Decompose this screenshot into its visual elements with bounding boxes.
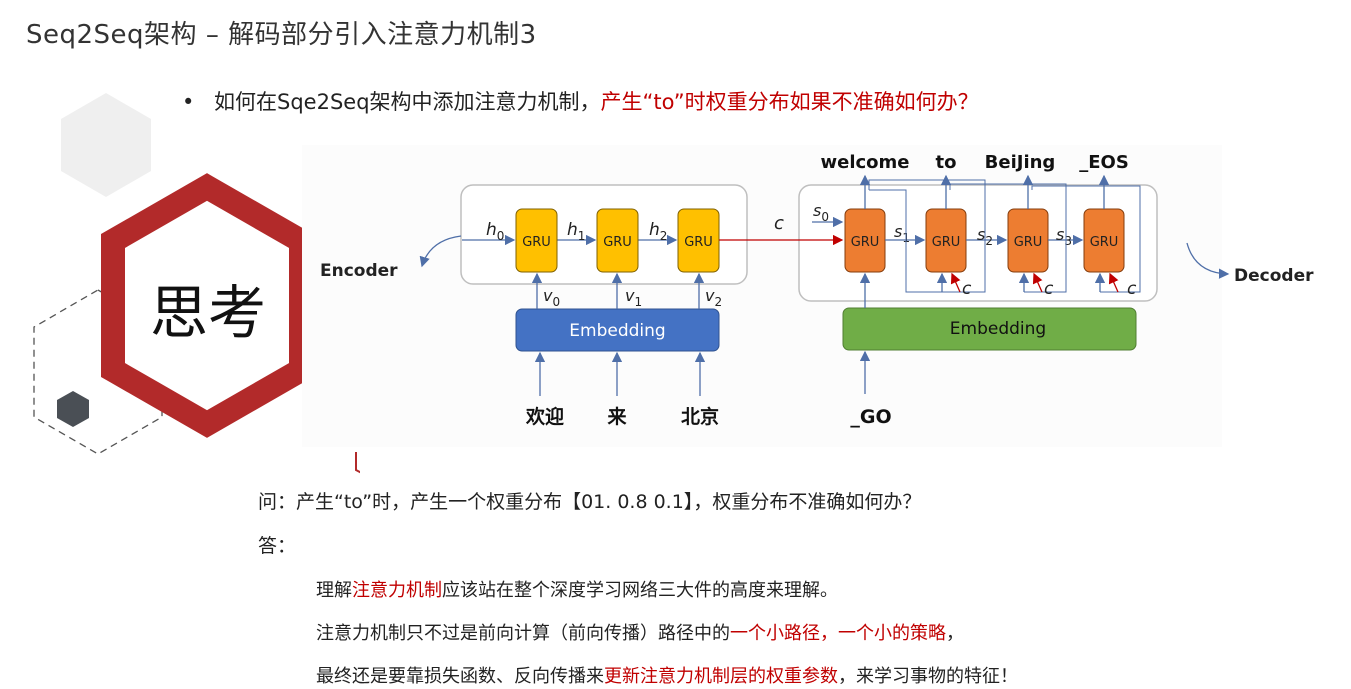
v1-label: v1: [625, 286, 642, 309]
answer-text: 理解: [316, 580, 352, 601]
answer-text: 注意力机制只不过是前向计算（前向传播）路径中的: [316, 623, 730, 644]
decoder-gru-cell: GRU: [1007, 208, 1049, 273]
s0-label: s0: [813, 201, 829, 224]
decoder-output-word: to: [936, 152, 957, 173]
context-c-label: c: [962, 279, 972, 299]
encoder-embedding-block: Embedding: [515, 308, 720, 352]
decoder-output-word: welcome: [820, 152, 909, 173]
svg-text:Embedding: Embedding: [569, 321, 665, 341]
decoder-gru-cell: GRU: [1083, 208, 1125, 273]
v0-label: v0: [543, 286, 560, 309]
answer-highlight: 注意力机制: [352, 580, 442, 601]
context-c-label: c: [1044, 279, 1054, 299]
encoder-gru-cell: GRU: [596, 208, 639, 273]
red-hexagon-frame: [101, 173, 313, 438]
svg-text:GRU: GRU: [522, 235, 551, 250]
encoder-input-word: 欢迎: [525, 405, 564, 428]
svg-text:GRU: GRU: [851, 235, 880, 250]
decoder-output-word: BeiJing: [985, 152, 1056, 173]
answer-line-3: 最终还是要靠损失函数、反向传播来更新注意力机制层的权重参数，来学习事物的特征！: [316, 662, 1018, 688]
bullet-text: 如何在Sqe2Seq架构中添加注意力机制，: [214, 90, 601, 114]
v2-label: v2: [705, 286, 722, 309]
decoder-input-word: _GO: [850, 406, 891, 428]
decoder-gru-cell: GRU: [925, 208, 967, 273]
decoder-label: Decoder: [1234, 266, 1314, 286]
answer-text: ，: [946, 623, 964, 644]
slide-title: Seq2Seq架构 – 解码部分引入注意力机制3: [26, 20, 537, 50]
answer-label: 答：: [258, 535, 297, 557]
context-c-label: c: [1127, 279, 1137, 299]
answer-text: 最终还是要靠损失函数、反向传播来: [316, 666, 604, 687]
h1-label: h1: [567, 220, 585, 243]
decoder-container: [798, 184, 1158, 302]
encoder-gru-cell: GRU: [515, 208, 558, 273]
encoder-input-word: 北京: [681, 405, 719, 428]
attention-context-arrow: [1032, 272, 1043, 293]
svg-text:GRU: GRU: [1014, 235, 1043, 250]
answer-line-1: 理解注意力机制应该站在整个深度学习网络三大件的高度来理解。: [316, 576, 838, 602]
context-label: c: [774, 213, 784, 234]
question-line: 问：产生“to”时，产生一个权重分布【01. 0.8 0.1】，权重分布不准确如…: [258, 491, 922, 513]
encoder-input-word: 来: [607, 406, 626, 428]
seq2seq-attention-diagram: Encoder Decoder GRU GRU GRU h0 h1 h2 Emb…: [320, 152, 1315, 428]
h0-label: h0: [486, 220, 504, 243]
answer-text: ，来学习事物的特征！: [838, 666, 1018, 687]
encoder-pointer-arrow: [419, 235, 462, 268]
red-bracket-mark: [355, 452, 360, 474]
light-hexagon-shape: [61, 93, 151, 197]
s2-label: s2: [977, 225, 993, 248]
bullet-text-highlight: 产生“to”时权重分布如果不准确如何办？: [600, 90, 979, 114]
feedback-path: [1031, 185, 1141, 293]
s3-label: s3: [1056, 225, 1072, 248]
feedback-path: [869, 189, 942, 293]
h2-label: h2: [649, 220, 667, 243]
feedback-path: [949, 183, 1067, 293]
decoder-pointer-arrow: [1186, 242, 1230, 279]
decoder-output-word: _EOS: [1079, 152, 1129, 173]
bullet-question: • 如何在Sqe2Seq架构中添加注意力机制，产生“to”时权重分布如果不准确如何…: [182, 86, 979, 116]
svg-text:Embedding: Embedding: [950, 319, 1046, 339]
svg-text:GRU: GRU: [932, 235, 961, 250]
svg-text:GRU: GRU: [1090, 235, 1119, 250]
decoder-embedding-block: Embedding: [842, 307, 1137, 351]
answer-text: 应该站在整个深度学习网络三大件的高度来理解。: [442, 580, 838, 601]
decoder-gru-cell: GRU: [844, 208, 886, 273]
attention-context-arrow: [950, 272, 961, 293]
dark-hexagon-shape: [57, 391, 89, 427]
svg-text:GRU: GRU: [603, 235, 632, 250]
svg-text:GRU: GRU: [684, 235, 713, 250]
answer-highlight: 更新注意力机制层的权重参数: [604, 666, 838, 687]
answer-line-2: 注意力机制只不过是前向计算（前向传播）路径中的一个小路径，一个小的策略，: [316, 619, 964, 645]
answer-highlight: 一个小路径，一个小的策略: [730, 623, 946, 644]
encoder-gru-cell: GRU: [677, 208, 720, 273]
bullet-dot: •: [182, 90, 195, 114]
think-decoration: [33, 93, 360, 474]
think-label: 思考: [150, 279, 267, 347]
feedback-path: [868, 179, 986, 293]
encoder-label: Encoder: [320, 261, 398, 281]
attention-context-arrow: [1108, 272, 1119, 293]
